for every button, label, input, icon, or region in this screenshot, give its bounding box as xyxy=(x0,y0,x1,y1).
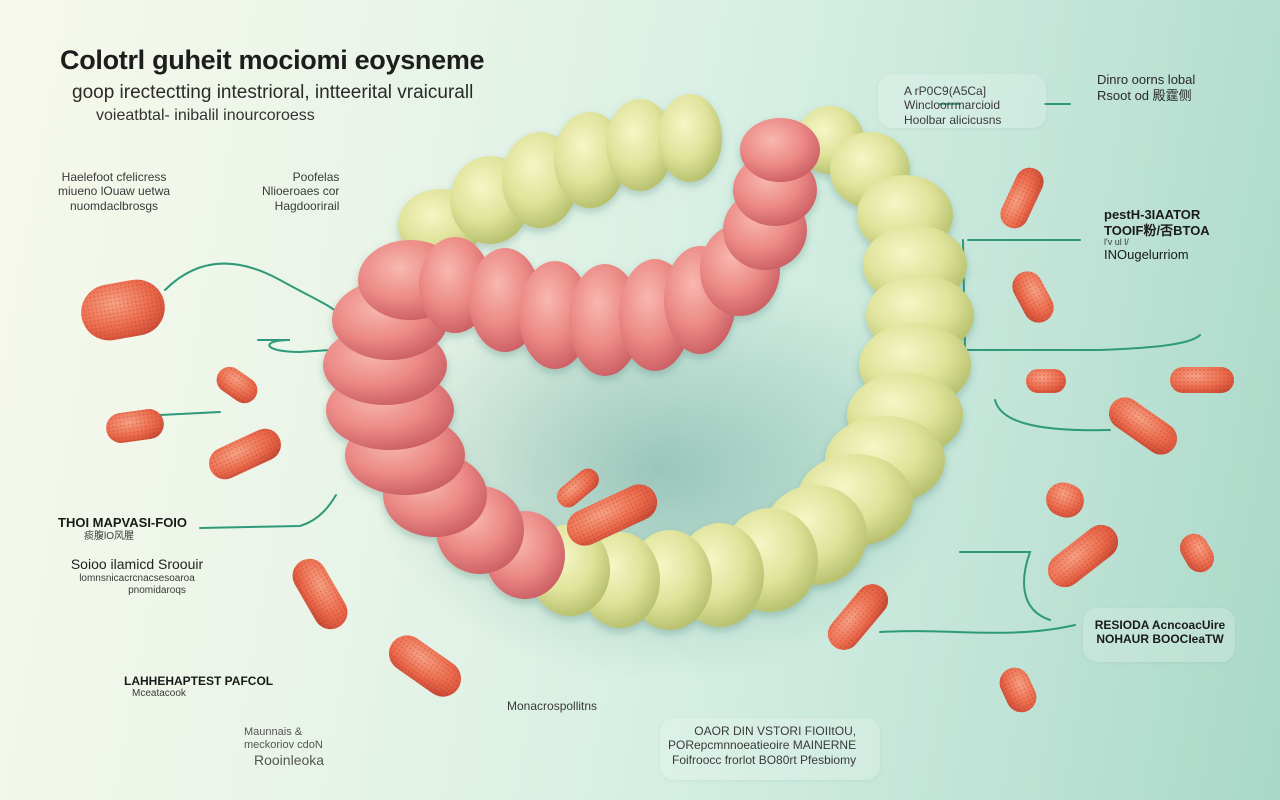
bacterium xyxy=(1026,369,1066,393)
bacterium xyxy=(1170,367,1234,393)
bacteria xyxy=(81,167,1234,713)
subtitle-line-2: voieatbtal- inibalil inourcoroess xyxy=(96,107,315,124)
intestine-segments-yellow-right xyxy=(530,175,974,630)
label-line: Rsoot od 殿霆侧 xyxy=(1097,87,1192,103)
leader-line xyxy=(879,624,1076,634)
label-line: PORepcmnnoeatieoire MAINERNE xyxy=(668,738,857,753)
label-line: Haelefoot cfelicress xyxy=(61,170,167,184)
leader-line xyxy=(159,411,221,416)
label-line: Hagdoorirail xyxy=(274,198,340,213)
leader-line xyxy=(257,339,331,354)
intestine-segments-pink-left xyxy=(323,240,565,599)
bacterium xyxy=(1047,524,1119,588)
bacterium xyxy=(1180,533,1214,573)
label-line: Dinro oorns lobal xyxy=(1097,72,1196,87)
label-line: Hoolbar alicicusns xyxy=(904,112,1002,127)
leader-line xyxy=(994,399,1111,432)
bacterium xyxy=(1046,482,1084,518)
leader-line xyxy=(959,551,1051,621)
bacterium xyxy=(1000,167,1044,229)
bacterium xyxy=(216,366,258,404)
label-line: A rP0C9(A5Ca] xyxy=(904,84,987,98)
label-line: Poofelas xyxy=(292,170,340,184)
label-heading: Soioo ilamicd Sroouir xyxy=(70,556,204,572)
leader-line xyxy=(164,262,346,319)
callout-box xyxy=(1083,608,1235,662)
bacterium xyxy=(999,667,1037,713)
label-top-left-1: Haelefoot cfelicress miueno lOuaw uetwa … xyxy=(58,170,170,213)
bacterium xyxy=(557,468,599,508)
label-top-left-2: Poofelas Nlioeroaes cor Hagdoorirail xyxy=(262,170,339,213)
label-line: meckoriov cdoN xyxy=(244,739,323,752)
bacterium xyxy=(81,279,165,341)
callout-box xyxy=(878,74,1046,128)
bacterium xyxy=(292,558,348,630)
label-top-right-1: A rP0C9(A5Ca] Wincloorrmarcioid Hoolbar … xyxy=(904,84,1001,127)
label-line: pnomidaroqs xyxy=(128,584,186,596)
label-sub: 痰腹lO风腥 xyxy=(84,530,134,542)
label-right-mid: pestH-3IAATOR TOOIF粉/否BTOA l'v ul l/ INO… xyxy=(1104,207,1210,263)
label-heading: LAHHEHAPTEST PAFCOL xyxy=(124,674,274,688)
label-sub: Mceatacook xyxy=(132,688,186,700)
label-line: INOugelurriom xyxy=(1104,247,1189,263)
label-bottom-left: LAHHEHAPTEST PAFCOL Mceatacook xyxy=(124,674,273,700)
label-line: Maunnais & xyxy=(244,726,303,738)
bacterium xyxy=(827,584,889,650)
bacterium xyxy=(209,428,281,480)
bacterium xyxy=(566,484,658,546)
bacterium xyxy=(1012,271,1054,323)
label-line: l'v ul l/ xyxy=(1104,237,1129,248)
callout-box xyxy=(660,718,880,780)
label-line: RESIODA AcncoacUire xyxy=(1094,618,1226,632)
label-bottom-center-2: OAOR DIN VSTORI FIOIItOU, PORepcmnnoeati… xyxy=(668,724,856,767)
leader-line xyxy=(962,239,1201,351)
label-line: OAOR DIN VSTORI FIOIItOU, xyxy=(694,724,857,738)
label-line: pestH-3IAATOR xyxy=(1104,207,1201,222)
leader-lines xyxy=(159,103,1201,634)
label-line: Nlioeroaes cor xyxy=(262,184,340,199)
label-line: Wincloorrmarcioid xyxy=(904,98,1001,113)
intestine-segments-pink-front xyxy=(419,118,820,376)
intestine-segments-yellow-top xyxy=(398,94,910,261)
intestine xyxy=(323,94,974,630)
subtitle-line-1: goop irectectting intestrioral, intteeri… xyxy=(72,82,474,103)
page-title: Colotrl guheit mociomi eoysneme xyxy=(60,45,485,75)
label-line: Rooinleoka xyxy=(254,752,325,769)
label-line: nuomdaclbrosgs xyxy=(70,198,159,213)
label-bottom-left-2: Maunnais & meckoriov cdoN Rooinleoka xyxy=(244,726,324,769)
bacterium xyxy=(106,409,164,443)
label-left-mid-2: Soioo ilamicd Sroouir lomnsnicacrcnacses… xyxy=(52,556,222,597)
label-line: lomnsnicacrcnacsesoaroa xyxy=(79,572,195,584)
bacterium xyxy=(388,635,462,697)
label-line: NOHAUR BOOCIeaTW xyxy=(1096,632,1224,647)
label-left-mid: THOI MAPVASI-FOIO 痰腹lO风腥 xyxy=(58,515,187,543)
label-line: Foifroocc frorlot BO80rt Pfesbiomy xyxy=(672,752,857,767)
leader-line xyxy=(199,494,337,529)
label-top-right-2: Dinro oorns lobal Rsoot od 殿霆侧 xyxy=(1097,72,1195,103)
bacterium xyxy=(1108,397,1178,455)
label-bottom-center-1: Monacrospollitns xyxy=(507,699,598,713)
label-line: miueno lOuaw uetwa xyxy=(58,184,171,199)
label-bottom-right: RESIODA AcncoacUire NOHAUR BOOCIeaTW xyxy=(1090,618,1230,647)
label-line: TOOIF粉/否BTOA xyxy=(1104,222,1210,238)
label-heading: THOI MAPVASI-FOIO xyxy=(58,515,188,530)
